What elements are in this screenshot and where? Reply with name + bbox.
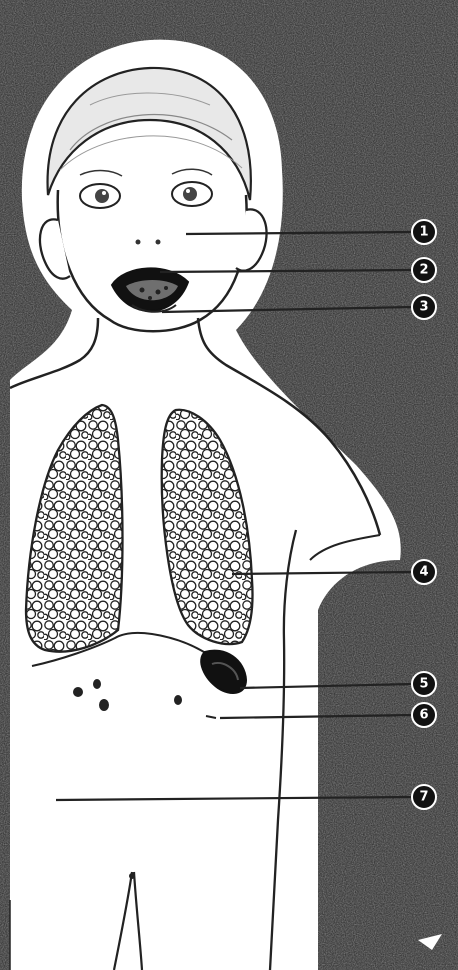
callout-3-label: 3: [419, 300, 428, 315]
callout-1: 1: [412, 220, 436, 244]
callout-2-label: 2: [419, 263, 428, 278]
callout-2: 2: [412, 258, 436, 282]
callout-6-label: 6: [419, 708, 428, 723]
callout-5-label: 5: [419, 677, 428, 692]
callout-7: 7: [412, 785, 436, 809]
callout-4: 4: [412, 560, 436, 584]
callout-3: 3: [412, 295, 436, 319]
callout-7-label: 7: [419, 790, 428, 805]
right-eye: [172, 182, 212, 206]
left-eye: [80, 184, 120, 208]
callout-5: 5: [412, 672, 436, 696]
callout-6: 6: [412, 703, 436, 727]
callout-4-label: 4: [419, 565, 428, 580]
callout-1-label: 1: [419, 225, 428, 240]
